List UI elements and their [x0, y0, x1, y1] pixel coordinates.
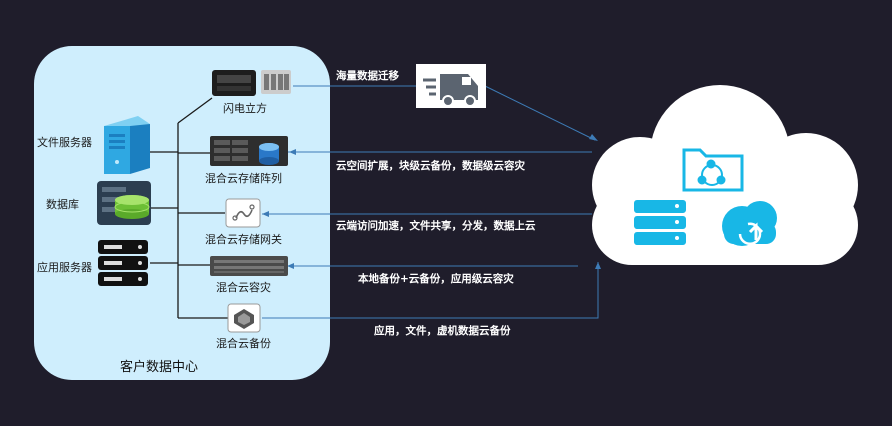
- flow-migration-label: 海量数据迁移: [336, 70, 399, 82]
- database-label: 数据库: [46, 198, 79, 211]
- datacenter-title: 客户数据中心: [120, 360, 199, 375]
- flash-cube-icon: [212, 70, 291, 96]
- flash-cube-label: 闪电立方: [223, 102, 267, 115]
- flow-space-expansion-label: 云空间扩展，块级云备份，数据级云容灾: [336, 160, 525, 172]
- cloud-shape: [592, 85, 858, 265]
- storage-gateway-icon: [225, 198, 261, 228]
- hybrid-backup-label: 混合云备份: [216, 337, 271, 350]
- storage-gateway-label: 混合云存储网关: [205, 233, 282, 246]
- storage-array-icon: [210, 136, 288, 166]
- app-server-label: 应用服务器: [37, 261, 92, 274]
- truck-icon: [416, 64, 486, 108]
- file-server-icon: [104, 116, 150, 174]
- storage-array-label: 混合云存储阵列: [205, 172, 282, 185]
- cloud-link-lines: [262, 85, 599, 319]
- server-stack-icon: [634, 200, 686, 245]
- device-tree-lines: [150, 97, 228, 319]
- link-app-backup: [262, 262, 599, 319]
- cloud-upload-icon: [722, 201, 777, 246]
- flow-app-backup-label: 应用，文件，虚机数据云备份: [374, 325, 511, 337]
- folder-share-icon: [682, 148, 744, 192]
- file-server-label: 文件服务器: [37, 136, 92, 149]
- backup-appliance-icon: [227, 303, 261, 333]
- arrow-heads: [262, 134, 601, 269]
- rack-server-icon: [210, 256, 288, 276]
- hybrid-dr-label: 混合云容灾: [216, 281, 271, 294]
- app-server-icon: [98, 240, 148, 286]
- flow-local-backup-label: 本地备份+云备份，应用级云容灾: [358, 273, 514, 285]
- link-truck-cloud: [484, 85, 596, 141]
- flow-access-acceleration-label: 云端访问加速，文件共享，分发，数据上云: [336, 220, 536, 232]
- database-icon: [97, 181, 151, 225]
